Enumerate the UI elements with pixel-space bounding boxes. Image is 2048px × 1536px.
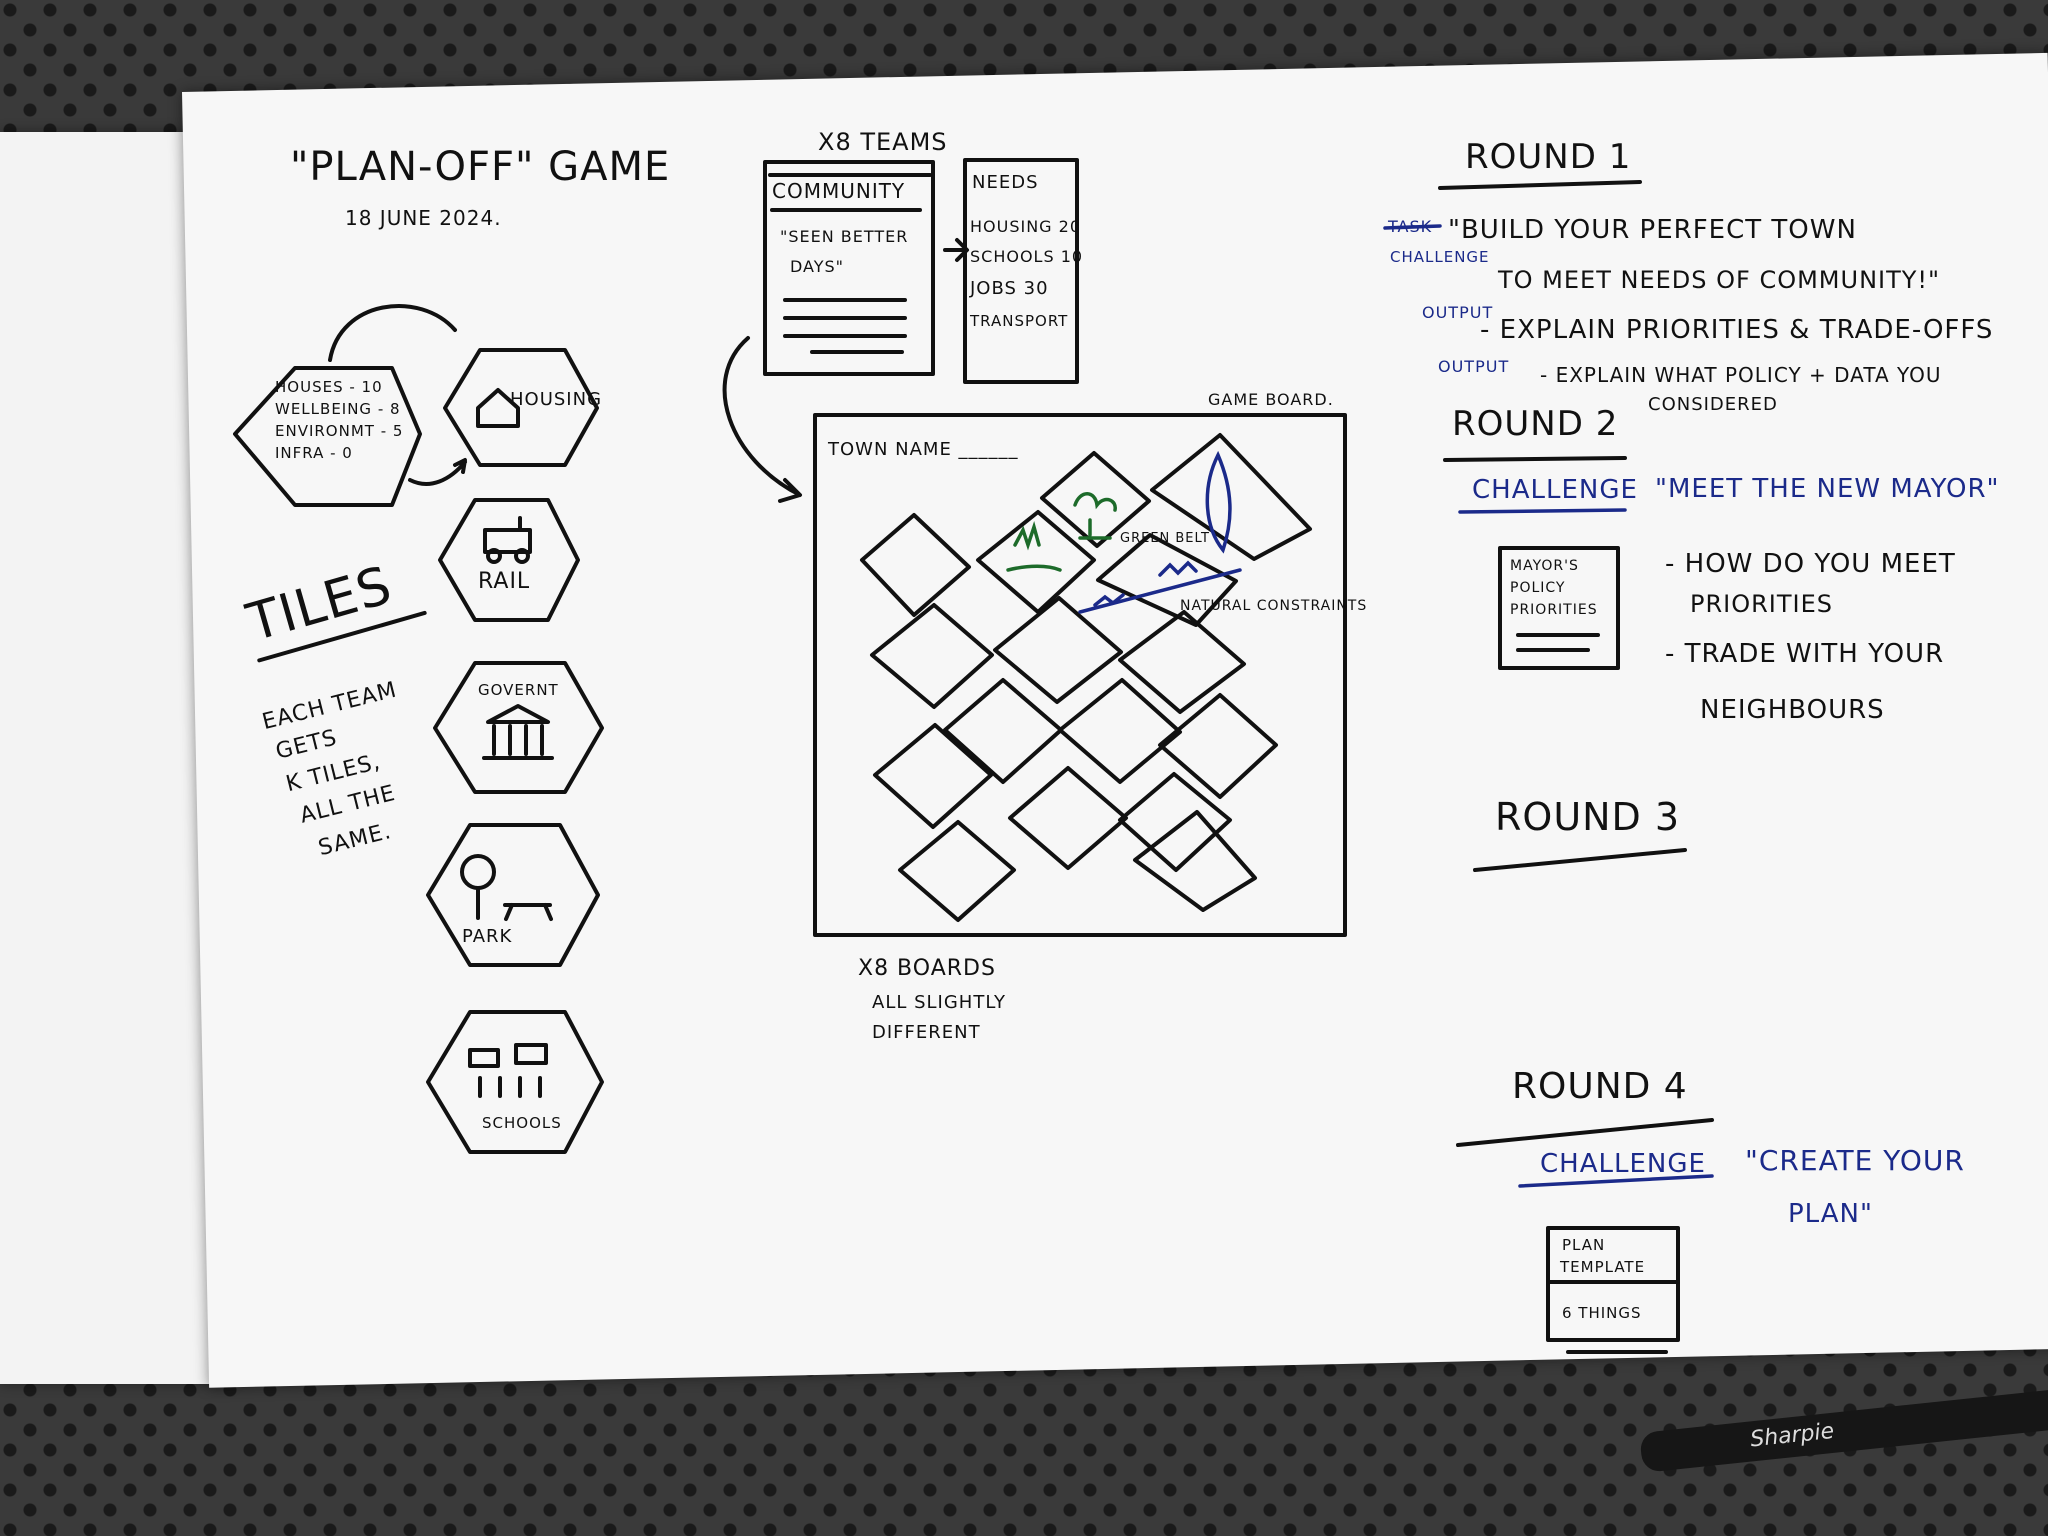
- plan-template-lines: [1548, 1280, 1680, 1354]
- natural-constraints-river-icon: [1158, 450, 1232, 577]
- tree-icon: [460, 854, 496, 890]
- round1-output2-label: OUTPUT: [1438, 357, 1509, 376]
- mayor-card-line-3: PRIORITIES: [1510, 602, 1598, 618]
- tile-stats-2: WELLBEING - 8: [275, 400, 401, 418]
- community-card-lines: [768, 173, 932, 212]
- teams-heading: X8 TEAMS: [818, 128, 948, 156]
- mayor-card-line-2: POLICY: [1510, 580, 1565, 596]
- park-hexagon: [426, 823, 600, 967]
- round1-strike-line: [1383, 224, 1442, 230]
- arrow-curve-top: [328, 304, 457, 362]
- title: "PLAN-OFF" GAME: [290, 144, 670, 190]
- round1-output2-line-1: - EXPLAIN WHAT POLICY + DATA YOU: [1540, 363, 1942, 387]
- round2-heading: ROUND 2: [1452, 404, 1618, 444]
- mayor-card-lines: [1516, 633, 1600, 652]
- arrow-curve-bottom: [408, 458, 467, 486]
- plan-card-line-1: PLAN: [1562, 1236, 1605, 1254]
- town-name-field: TOWN NAME ______: [827, 439, 1019, 460]
- government-building-icon: [482, 704, 554, 760]
- tiles-heading: TILES: [240, 555, 399, 653]
- round2-bullet-2-line-2: NEIGHBOURS: [1700, 695, 1885, 725]
- round1-output2-line-2: CONSIDERED: [1648, 394, 1778, 415]
- pen-brand: Sharpie: [1749, 1418, 1836, 1453]
- round4-challenge-label: CHALLENGE: [1540, 1149, 1706, 1179]
- needs-card: [963, 158, 1079, 384]
- needs-card-title: NEEDS: [972, 172, 1039, 193]
- board-label: GAME BOARD.: [1208, 390, 1334, 409]
- stats-hexagon: [233, 366, 422, 507]
- schools-hexagon: [426, 1010, 604, 1154]
- community-text-lines: [783, 298, 907, 354]
- round1-output1: - EXPLAIN PRIORITIES & TRADE-OFFS: [1480, 315, 1993, 345]
- round4-underline: [1456, 1118, 1714, 1147]
- round2-underline: [1443, 456, 1627, 462]
- wheel-icon-2: [514, 548, 530, 564]
- game-board: [813, 413, 1347, 937]
- round1-challenge-label: CHALLENGE: [1390, 248, 1490, 266]
- round2-quote: "MEET THE NEW MAYOR": [1655, 474, 2000, 504]
- round3-heading: ROUND 3: [1495, 795, 1680, 839]
- round4-quote-line-1: "CREATE YOUR: [1745, 1144, 1965, 1177]
- date: 18 JUNE 2024.: [345, 206, 502, 230]
- round4-heading: ROUND 4: [1512, 1066, 1688, 1107]
- round2-bullet-1-line-1: - HOW DO YOU MEET: [1665, 549, 1956, 579]
- green-belt-tree-icon: [1073, 492, 1117, 540]
- tiles-note-2: GETS: [273, 725, 340, 764]
- needs-line-3: JOBS 30: [969, 278, 1049, 299]
- green-belt-label: GREEN BELT: [1120, 531, 1210, 546]
- round2-bullet-1-line-2: PRIORITIES: [1690, 590, 1833, 618]
- round1-output1-label: OUTPUT: [1422, 303, 1493, 322]
- board-footer-1: X8 BOARDS: [858, 956, 996, 981]
- board-diamond-grid: [860, 433, 1312, 922]
- tile-stats-3: ENVIRONMT - 5: [275, 422, 403, 440]
- mayor-card: [1498, 546, 1620, 670]
- wheel-icon-1: [486, 548, 502, 564]
- round1-challenge-line-2: TO MEET NEEDS OF COMMUNITY!": [1497, 266, 1940, 294]
- round4-quote-line-2: PLAN": [1788, 1199, 1873, 1229]
- community-card: [763, 160, 935, 376]
- community-quote-1: "SEEN BETTER: [780, 227, 908, 246]
- needs-line-2: SCHOOLS 10: [970, 247, 1083, 266]
- plan-card-line-2: TEMPLATE: [1559, 1258, 1645, 1276]
- school-buildings-icon: [468, 1043, 548, 1068]
- tile-label-housing: HOUSING: [510, 389, 602, 410]
- bench-icon: [476, 886, 553, 921]
- tile-label-park: PARK: [462, 926, 513, 947]
- community-card-title: COMMUNITY: [772, 179, 905, 203]
- rail-hexagon: [438, 498, 580, 622]
- round1-underline: [1438, 180, 1642, 190]
- tile-label-government: GOVERNT: [478, 681, 559, 699]
- train-icon: [483, 516, 532, 554]
- housing-hexagon: [443, 348, 599, 467]
- round1-heading: ROUND 1: [1465, 137, 1631, 177]
- government-hexagon: [433, 661, 604, 794]
- board-footer-3: DIFFERENT: [872, 1022, 981, 1043]
- round3-underline: [1473, 848, 1687, 872]
- children-icon: [478, 1076, 542, 1098]
- plan-card-line-3: 6 THINGS: [1562, 1304, 1642, 1322]
- round1-challenge-line-1: "BUILD YOUR PERFECT TOWN: [1448, 215, 1857, 245]
- tiles-note-5: SAME.: [316, 819, 394, 861]
- tile-label-rail: RAIL: [478, 569, 530, 594]
- round2-challenge-underline: [1458, 508, 1627, 514]
- arrow-to-board: [722, 336, 802, 503]
- community-quote-2: DAYS": [790, 257, 844, 276]
- house-icon: [476, 388, 520, 428]
- needs-line-4: TRANSPORT: [969, 312, 1068, 330]
- tiles-heading-underline: [257, 610, 427, 663]
- needs-line-1: HOUSING 20: [970, 217, 1081, 236]
- natural-constraints-line-icon: [1078, 568, 1242, 614]
- round4-challenge-underline: [1518, 1174, 1714, 1188]
- mayor-card-line-1: MAYOR'S: [1510, 558, 1579, 574]
- grass-icon: [1006, 521, 1062, 572]
- tile-stats-1: HOUSES - 10: [275, 378, 383, 396]
- round2-challenge-label: CHALLENGE: [1472, 475, 1638, 505]
- tile-label-schools: SCHOOLS: [482, 1114, 562, 1132]
- round2-bullet-2-line-1: - TRADE WITH YOUR: [1665, 639, 1944, 669]
- natural-constraints-label: NATURAL CONSTRAINTS: [1180, 598, 1367, 614]
- tile-stats-4: INFRA - 0: [275, 444, 353, 462]
- board-footer-2: ALL SLIGHTLY: [872, 992, 1006, 1013]
